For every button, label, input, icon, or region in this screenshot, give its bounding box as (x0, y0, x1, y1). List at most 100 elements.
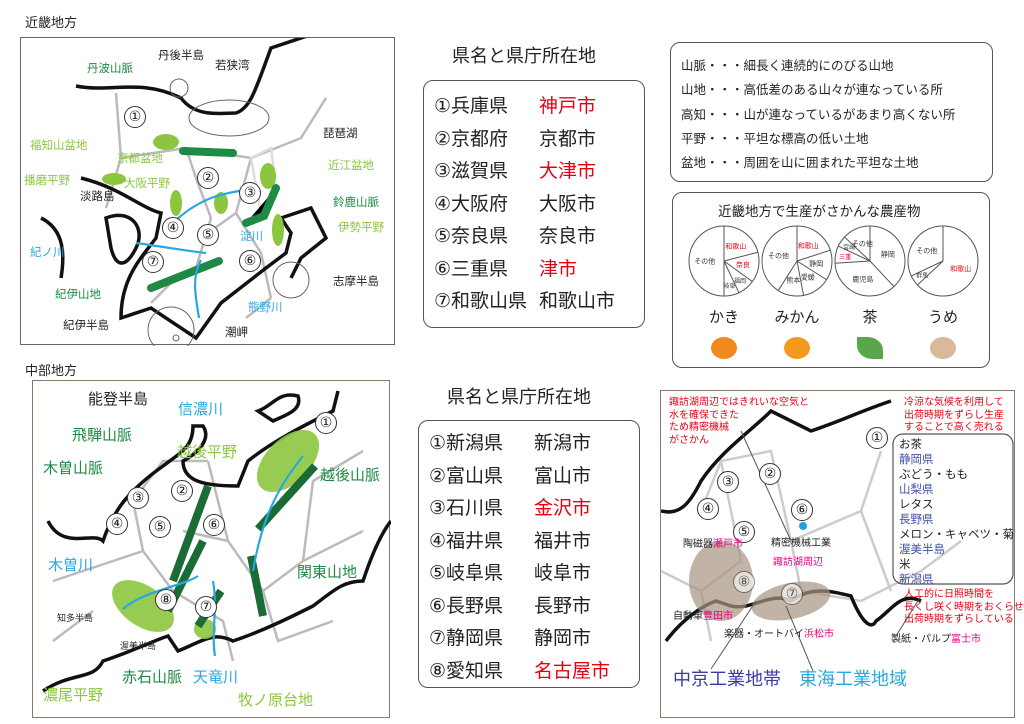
pie-slice (796, 260, 805, 296)
label-ise-plain: 伊勢平野 (338, 220, 384, 234)
note-artificial-lighting: 人工的に日照時間を長くし咲く時期をおくらせ出荷時期をずらしている (904, 589, 1024, 627)
pie-slice (917, 260, 944, 286)
label-wakasa-bay: 若狭湾 (215, 58, 250, 72)
pie-charts: 和歌山奈良福岡岐阜その他和歌山静岡愛媛熊本その他静岡鹿児島三重宮崎その他和歌山群… (688, 225, 979, 297)
pie-slice (911, 260, 944, 277)
label-tanba-mountains: 丹波山脈 (87, 61, 133, 75)
label-osaka-plain: 大阪平野 (124, 176, 170, 190)
prefecture-name: ④福井県 (429, 529, 504, 552)
pie-slice-label: 岐阜 (723, 282, 735, 290)
map-number-5: ⑤ (733, 521, 755, 543)
prefecture-row: ⑥三重県津市 (434, 254, 577, 281)
capital-city: 名古屋市 (534, 659, 611, 682)
label-kumano-river: 熊野川 (248, 300, 283, 314)
prefecture-row: ④大阪府大阪市 (434, 189, 596, 216)
prefecture-name: ⑦静岡県 (429, 627, 504, 649)
prefecture-name: ②富山県 (429, 464, 504, 487)
produce-item: ぶどう・もも (899, 467, 968, 481)
prefecture-row: ④福井県福井市 (429, 526, 591, 553)
label-kinokawa-river: 紀ノ川 (30, 245, 65, 259)
label-awaji-island: 淡路島 (80, 189, 115, 203)
map-number-1: ① (315, 412, 337, 434)
map-number-6: ⑥ (239, 250, 261, 272)
definition-item: 平野・・・平坦な標高の低い土地 (681, 131, 869, 146)
definition-item: 高知・・・山が連なっているがあまり高くない所 (681, 107, 956, 122)
terms-definition-box: 山脈・・・細長く連続的にのびる山地 山地・・・高低差のある山々が連なっている所 … (670, 42, 993, 182)
label-cape-shiono: 潮岬 (225, 325, 248, 339)
pie-slice-label: 愛媛 (801, 272, 815, 281)
pie-slice-label: 静岡 (809, 259, 823, 268)
label-kanto-mountains: 関東山地 (297, 563, 358, 581)
umeboshi-bento-icon (930, 337, 956, 359)
prefecture-row: ①兵庫県神戸市 (434, 91, 596, 118)
capital-city: 京都市 (539, 127, 597, 150)
note-line: がさかん (669, 434, 709, 446)
map-number-4: ④ (162, 217, 184, 239)
prefecture-name: ⑤岐阜県 (429, 562, 504, 584)
pie-slice (796, 260, 827, 281)
pie-slice (838, 245, 871, 262)
definition-item: 山脈・・・細長く連続的にのびる山地 (681, 58, 894, 73)
label-hida-mountains: 飛騨山脈 (72, 426, 133, 444)
pie-slice-label: その他 (916, 246, 937, 255)
capital-city: 新潟市 (534, 432, 592, 454)
note-cool-climate: 冷涼な気候を利用して出荷時期をずらし生産することで高く売れる (904, 397, 1004, 435)
label-shima-peninsula: 志摩半島 (333, 274, 379, 288)
produce-item: レタス (899, 497, 934, 511)
map-number-4: ④ (106, 513, 128, 535)
toyota-automobile-label: 自動車豊田市 (673, 611, 733, 622)
prefecture-name: ④大阪府 (434, 192, 509, 215)
note-line: 冷涼な気候を利用して (904, 397, 1004, 408)
label-akaishi-mountains: 赤石山脈 (122, 668, 183, 686)
map-number-2: ② (197, 167, 219, 189)
crop-name: うめ (927, 308, 958, 326)
note-suwa-precision: 諏訪湖周辺ではきれいな空気と水を確保できたため精密機械がさかん (669, 397, 809, 447)
map-number-2: ② (171, 480, 193, 502)
prefecture-name: ③滋賀県 (434, 160, 509, 182)
map-number-6: ⑥ (203, 514, 225, 536)
pie-slice-label: 三重 (839, 253, 851, 261)
prefecture-name: ⑥長野県 (429, 594, 504, 617)
produce-place: 静岡県 (899, 452, 934, 466)
capital-city: 富山市 (534, 464, 592, 487)
precision-machinery-label: 精密機械工業 (771, 538, 831, 549)
pie-slice-label: その他 (852, 239, 873, 248)
prefecture-row: ⑥長野県長野市 (429, 591, 591, 618)
capital-city: 岐阜市 (534, 562, 592, 584)
label-yodo-river: 淀川 (240, 229, 263, 243)
prefecture-row: ⑧愛知県名古屋市 (429, 656, 610, 683)
produce-place: 新潟県 (899, 572, 934, 586)
map-number-7: ⑦ (781, 583, 803, 605)
map-number-1: ① (866, 427, 888, 449)
map-number-4: ④ (697, 498, 719, 520)
label-omi-basin: 近江盆地 (328, 158, 374, 172)
prefecture-name: ①新潟県 (429, 432, 504, 454)
suwa-lake-area-label: 諏訪湖周辺 (773, 557, 823, 568)
label-kiso-river: 木曽川 (48, 556, 94, 574)
produce-item: 米 (899, 557, 911, 571)
label-suzuka-mountains: 鈴鹿山脈 (333, 195, 379, 209)
label-echigo-mountains: 越後山脈 (320, 466, 381, 484)
map-number-3: ③ (127, 487, 149, 509)
label-echigo-plain: 越後平野 (177, 443, 238, 461)
crop-name: 茶 (862, 308, 878, 326)
crop-name: みかん (774, 308, 820, 326)
prefecture-row: ②富山県 富山市 (429, 461, 591, 488)
label-kii-peninsula: 紀伊半島 (63, 318, 109, 332)
produce-place: 山梨県 (899, 482, 934, 496)
prefecture-name: ③石川県 (429, 497, 504, 519)
prefecture-name: ①兵庫県 (434, 95, 509, 117)
pie-slice-label: 和歌山 (725, 241, 746, 250)
label-chita-peninsula: 知多半島 (57, 614, 94, 624)
pie-slice (777, 260, 798, 291)
prefecture-name: ⑦和歌山県 (434, 290, 528, 312)
kinki-list-title: 県名と県庁所在地 (452, 46, 596, 67)
pie-slice (835, 260, 871, 264)
note-line: 出荷時期をずらし生産 (904, 409, 1004, 421)
chukyo-industrial-zone: 中京工業地帯 (673, 669, 781, 690)
prefecture-row: ③滋賀県大津市 (434, 156, 596, 183)
note-line: することで高く売れる (904, 422, 1004, 433)
map-number-3: ③ (717, 471, 739, 493)
label-noto-peninsula: 能登半島 (88, 390, 149, 408)
